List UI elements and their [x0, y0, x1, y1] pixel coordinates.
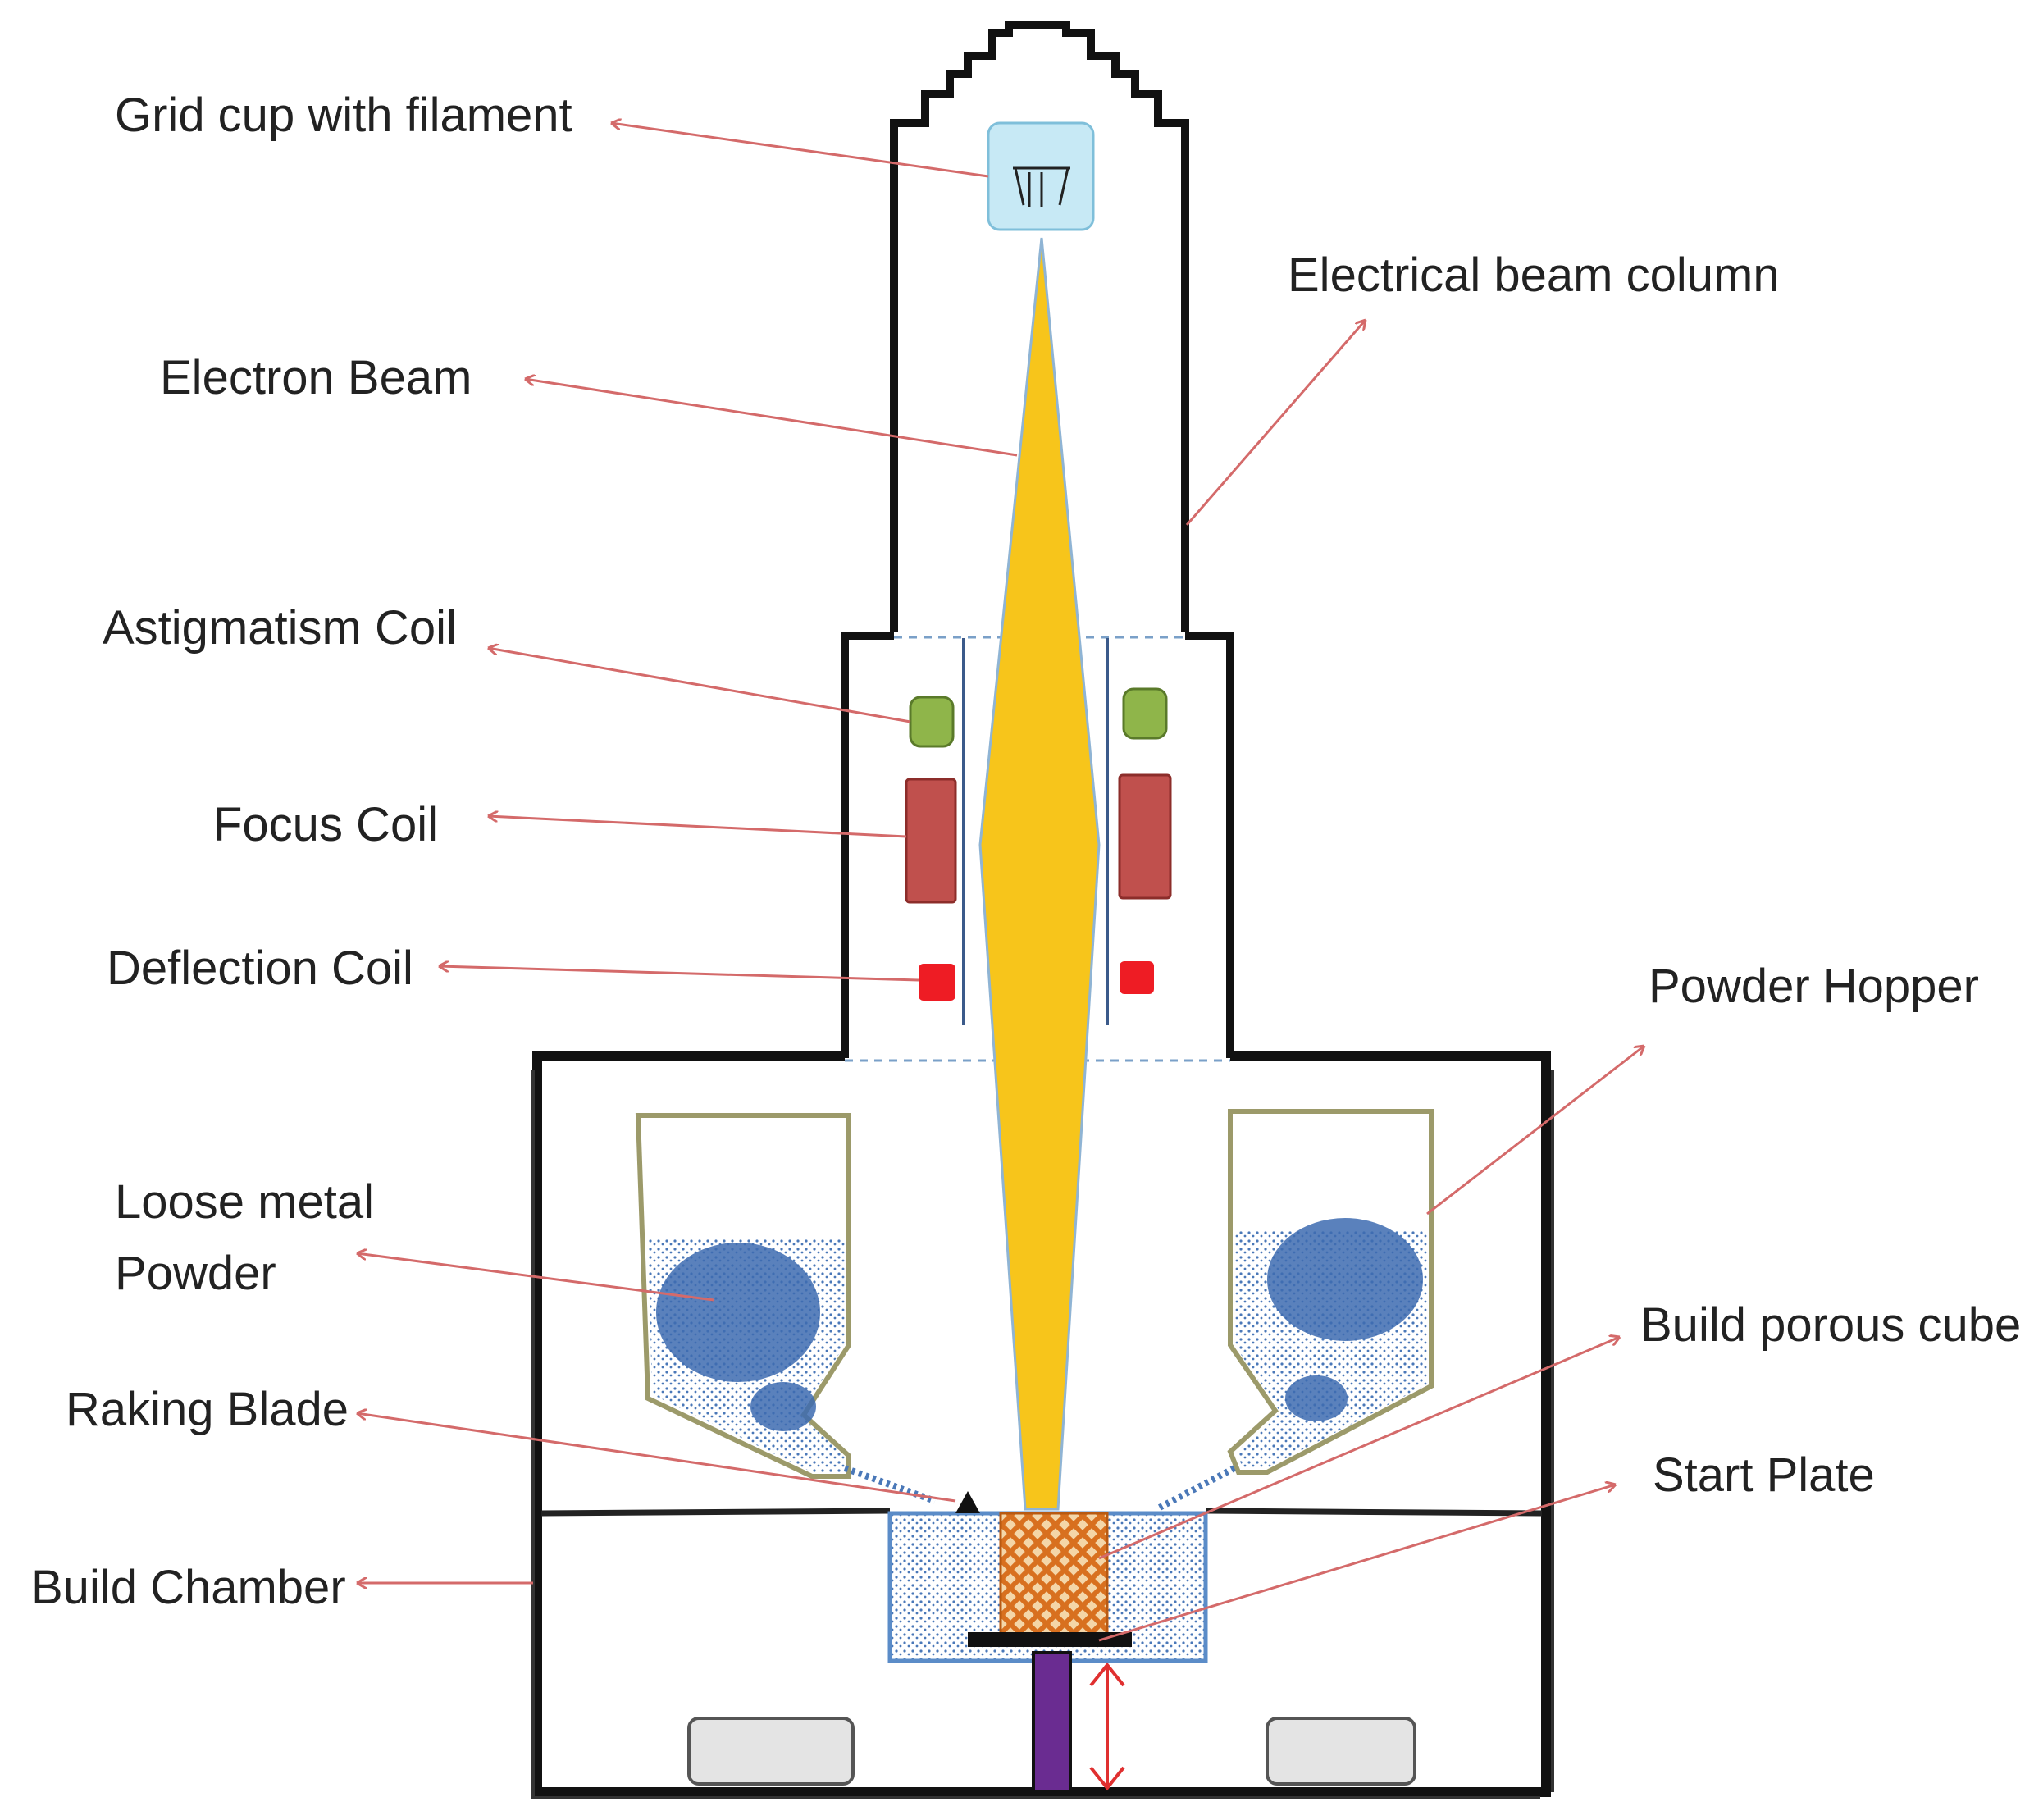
electron-beam [978, 237, 1101, 1511]
powder-left-cluster [656, 1243, 820, 1382]
arrow-powder-hopper [1426, 1046, 1644, 1216]
chamber-shadow [531, 1070, 1554, 1799]
label-beam-column: Electrical beam column [1288, 249, 1780, 302]
electron-gun-column [890, 21, 1189, 632]
start-plate [968, 1632, 1132, 1647]
astigmatism-coil-left [909, 696, 955, 748]
powder-right-cluster [1267, 1218, 1423, 1341]
arrow-deflection-coil [439, 966, 919, 982]
arrow-start-plate [1098, 1485, 1616, 1642]
arrow-grid-cup [611, 123, 989, 178]
deflection-coil-right [1120, 961, 1154, 994]
arrow-porous-cube [1098, 1337, 1620, 1560]
label-deflection-coil: Deflection Coil [107, 942, 413, 995]
build-piston [1032, 1651, 1072, 1794]
coil-housing [841, 632, 1234, 1058]
bottom-bumper-right [1266, 1717, 1416, 1786]
piston-travel-arrow-heads [1089, 1662, 1125, 1791]
label-loose-powder-line1: Loose metal [115, 1175, 374, 1229]
label-loose-powder-line2: Powder [115, 1247, 276, 1300]
arrow-astigmatism-coil [488, 648, 911, 723]
leader-arrows [357, 123, 1644, 1642]
astigmatism-coil-right [1122, 687, 1168, 740]
focus-coil-left [905, 778, 957, 904]
deflection-coil-left [919, 964, 955, 1001]
arrow-raking-blade [357, 1413, 956, 1503]
label-electron-beam: Electron Beam [160, 351, 472, 404]
label-powder-hopper: Powder Hopper [1649, 960, 1979, 1013]
powder-stream-left [843, 1465, 937, 1504]
powder-stream-right [1155, 1465, 1236, 1512]
powder-left-cluster-low [750, 1382, 816, 1431]
focus-coil-right [1118, 773, 1172, 900]
label-build-chamber: Build Chamber [31, 1561, 346, 1614]
arrow-focus-coil [488, 816, 907, 838]
label-porous-cube: Build porous cube [1640, 1298, 2021, 1352]
build-floor-left [540, 1508, 891, 1517]
filament-icon [1013, 166, 1070, 207]
bottom-bumper-left [687, 1717, 855, 1786]
raking-blade [955, 1491, 980, 1513]
label-raking-blade: Raking Blade [66, 1383, 349, 1436]
label-grid-cup: Grid cup with filament [115, 89, 572, 142]
label-focus-coil: Focus Coil [213, 798, 438, 851]
arrow-electron-beam [525, 379, 1018, 457]
arrow-beam-column [1185, 320, 1366, 526]
porous-cube [999, 1512, 1109, 1638]
label-start-plate: Start Plate [1653, 1448, 1875, 1502]
powder-right-cluster-low [1285, 1375, 1348, 1421]
label-astigmatism-coil: Astigmatism Coil [103, 601, 457, 655]
arrow-loose-powder [357, 1253, 714, 1302]
build-floor-right [1205, 1508, 1543, 1517]
